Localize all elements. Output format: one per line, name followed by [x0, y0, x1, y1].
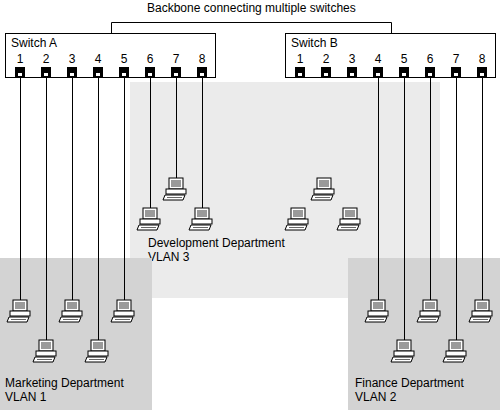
switch-port [347, 67, 357, 77]
port-number: 6 [422, 52, 438, 66]
vlan-label: VLAN 3 [148, 250, 189, 264]
vlan-label: VLAN 2 [355, 390, 396, 404]
network-cable [430, 77, 431, 300]
switch-port [145, 67, 155, 77]
port-number: 5 [116, 52, 132, 66]
network-cable [124, 77, 125, 300]
network-switch: Switch B [285, 33, 496, 78]
switch-port [399, 67, 409, 77]
switch-port [67, 67, 77, 77]
port-number: 1 [12, 52, 28, 66]
node-title: Finance Department [355, 376, 464, 390]
backbone-label: Backbone connecting multiple switches [147, 1, 356, 15]
network-cable [202, 77, 203, 208]
port-number: 1 [292, 52, 308, 66]
node-title: Switch B [291, 36, 338, 50]
vlan-label: VLAN 1 [5, 390, 46, 404]
switch-port [171, 67, 181, 77]
node-title: Switch A [11, 36, 57, 50]
network-cable [150, 77, 151, 208]
switch-port [477, 67, 487, 77]
network-cable [456, 77, 457, 340]
port-number: 3 [344, 52, 360, 66]
backbone-line [112, 23, 392, 34]
port-number: 8 [194, 52, 210, 66]
network-cable [20, 77, 21, 300]
network-cable [378, 77, 379, 300]
network-cable [404, 77, 405, 340]
port-number: 7 [168, 52, 184, 66]
switch-port [119, 67, 129, 77]
vlan-region: Finance DepartmentVLAN 2 [348, 258, 500, 410]
port-number: 2 [318, 52, 334, 66]
vlan-region: Marketing DepartmentVLAN 1 [0, 258, 152, 410]
switch-port [321, 67, 331, 77]
node-title: Development Department [148, 236, 285, 250]
switch-port [451, 67, 461, 77]
port-number: 4 [370, 52, 386, 66]
port-number: 8 [474, 52, 490, 66]
port-number: 3 [64, 52, 80, 66]
switch-port [373, 67, 383, 77]
network-cable [72, 77, 73, 300]
switch-port [41, 67, 51, 77]
port-number: 2 [38, 52, 54, 66]
port-number: 4 [90, 52, 106, 66]
port-number: 7 [448, 52, 464, 66]
switch-port [197, 67, 207, 77]
network-cable [176, 77, 177, 178]
network-cable [46, 77, 47, 340]
node-title: Marketing Department [5, 376, 124, 390]
switch-port [15, 67, 25, 77]
switch-port [295, 67, 305, 77]
network-cable [98, 77, 99, 340]
switch-port [425, 67, 435, 77]
network-switch: Switch A [5, 33, 216, 78]
network-cable [482, 77, 483, 300]
port-number: 5 [396, 52, 412, 66]
port-number: 6 [142, 52, 158, 66]
switch-port [93, 67, 103, 77]
